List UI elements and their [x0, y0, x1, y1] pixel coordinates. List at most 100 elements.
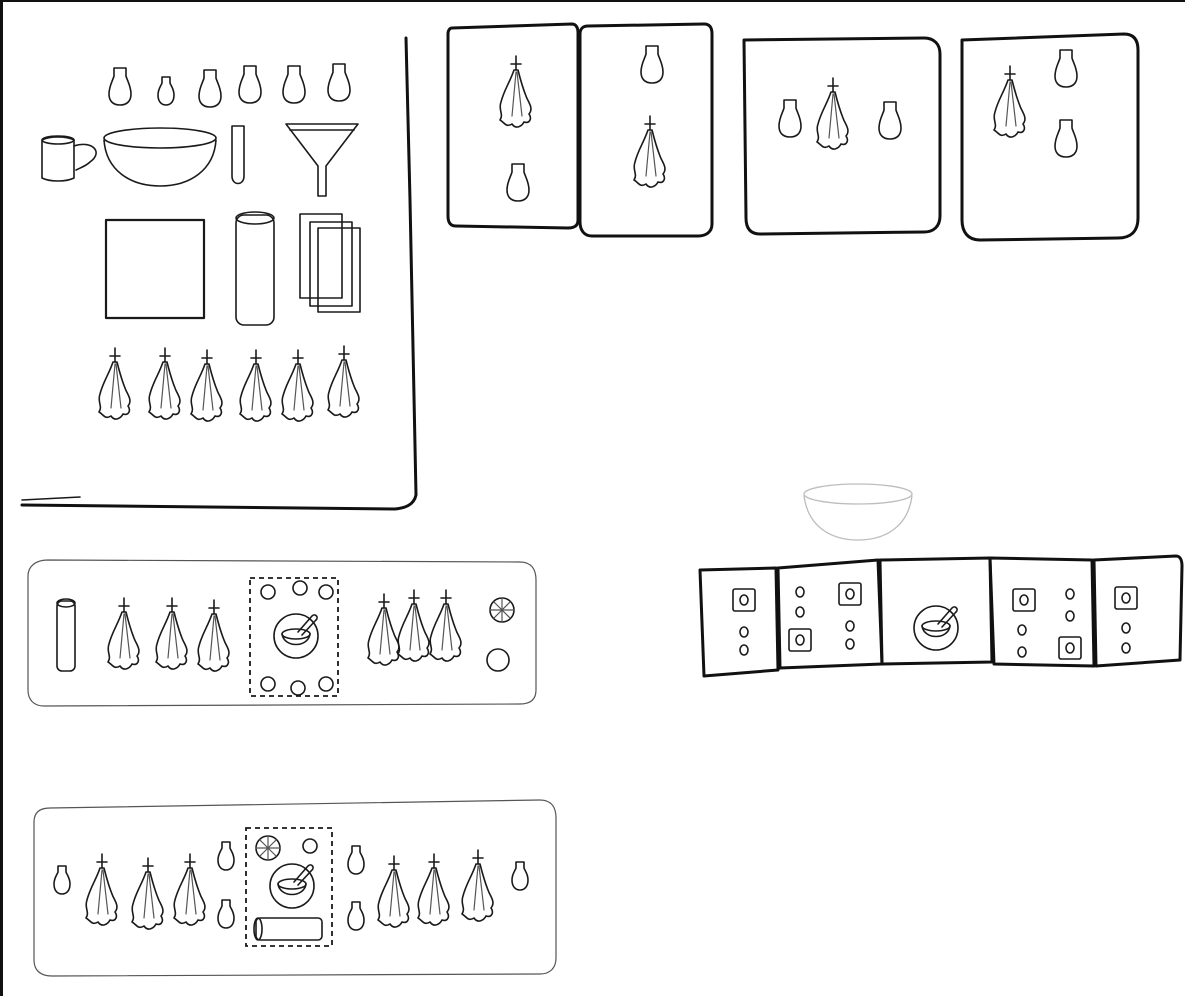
bowl-icon: [104, 128, 216, 186]
ingredient-dot: [1122, 643, 1130, 653]
ingredient-dot: [796, 587, 804, 597]
inventory-panel: [22, 38, 416, 509]
ingredient-dot: [1066, 589, 1074, 599]
mix-tile-3[interactable]: [880, 558, 992, 664]
ingredient-dot: [740, 645, 748, 655]
coin-icon: [319, 585, 333, 599]
mix-tile-5[interactable]: [1094, 556, 1182, 666]
herb-bundle-icon: [418, 854, 449, 925]
ingredient-slot: [1013, 589, 1035, 611]
mortar-slot[interactable]: [246, 828, 332, 946]
herb-bundle-icon: [108, 598, 139, 669]
mix-strip: [700, 556, 1182, 676]
card-4[interactable]: [962, 34, 1138, 240]
herb-bundle-icon: [430, 590, 461, 661]
vase-icon: [328, 64, 350, 101]
citrus-slice-icon: [256, 836, 280, 860]
paper-roll-icon: [254, 918, 322, 940]
ingredient-dot: [740, 627, 748, 637]
paper-stack-icon: [300, 214, 360, 312]
herb-bundle-icon: [368, 594, 399, 665]
vase-icon: [199, 70, 221, 107]
mortar-pestle-icon: [914, 606, 958, 650]
herb-bundle-icon: [398, 590, 429, 661]
ingredient-slot: [733, 589, 755, 611]
vase-icon: [1055, 120, 1077, 157]
herb-bundle-icon: [462, 850, 493, 921]
ingredient-dot: [796, 607, 804, 617]
herb-bundle-icon: [994, 66, 1025, 137]
shelf-strip-1: [28, 560, 536, 706]
bowl-ghost-icon: [804, 484, 912, 540]
ingredient-dot: [1122, 623, 1130, 633]
vase-icon: [218, 842, 234, 870]
coin-icon: [291, 681, 305, 695]
vase-icon: [1055, 50, 1077, 87]
mix-tile-1[interactable]: [700, 568, 778, 676]
card-1[interactable]: [448, 24, 578, 228]
inventory-panel-border: [22, 38, 416, 509]
herb-row: [99, 346, 359, 421]
vase-icon: [348, 846, 364, 874]
shelf-strip-2: [34, 800, 556, 976]
herb-bundle-icon: [198, 600, 229, 671]
ingredient-dot: [1018, 625, 1026, 635]
mortar-slot[interactable]: [250, 578, 338, 696]
mortar-pestle-icon: [270, 864, 314, 908]
vase-icon: [512, 862, 528, 890]
coin-icon: [319, 677, 333, 691]
shelf-strip-border: [34, 800, 556, 976]
test-tube-icon: [232, 126, 244, 184]
vase-icon: [109, 68, 131, 105]
herb-bundle-icon: [282, 350, 313, 421]
coin-icon: [293, 581, 307, 595]
herb-bundle-icon: [86, 854, 117, 925]
herb-bundle-icon: [132, 858, 163, 929]
orb-icon: [487, 649, 509, 671]
card-row: [448, 24, 1138, 240]
vase-icon: [239, 66, 261, 103]
herb-bundle-icon: [191, 350, 222, 421]
kitchenware-row: [42, 124, 358, 196]
herb-bundle-icon: [156, 598, 187, 669]
mortar-pestle-icon: [274, 614, 318, 658]
herb-bundle-icon: [817, 78, 848, 149]
mix-tile-4[interactable]: [990, 558, 1094, 666]
ingredient-slot: [839, 583, 861, 605]
card-2[interactable]: [580, 24, 712, 236]
mix-tile-2[interactable]: [778, 560, 882, 668]
vase-icon: [641, 46, 663, 83]
herb-bundle-icon: [500, 56, 531, 127]
ingredient-dot: [1066, 611, 1074, 621]
vase-icon: [348, 902, 364, 930]
herb-bundle-icon: [149, 348, 180, 419]
paper-sheet-icon: [106, 220, 204, 318]
ingredient-dot: [846, 639, 854, 649]
herb-bundle-icon: [240, 350, 271, 421]
ingredient-slot: [789, 629, 811, 651]
citrus-slice-icon: [490, 598, 514, 622]
ingredient-dot: [846, 621, 854, 631]
ingredient-slot: [1059, 637, 1081, 659]
vase-icon: [283, 66, 305, 103]
coin-icon: [261, 585, 275, 599]
coin-icon: [261, 677, 275, 691]
ingredient-dot: [1018, 647, 1026, 657]
herb-bundle-icon: [378, 856, 409, 927]
vase-icon: [54, 866, 70, 894]
ingredient-slot: [1115, 587, 1137, 609]
paper-roll-icon: [236, 212, 274, 325]
coin-icon: [303, 839, 317, 853]
vase-icon: [218, 900, 234, 928]
paper-row: [106, 212, 360, 325]
card-3[interactable]: [744, 38, 940, 234]
vase-icon: [507, 164, 529, 201]
herb-bundle-icon: [634, 116, 665, 187]
herb-bundle-icon: [328, 346, 359, 417]
vase-row: [109, 64, 350, 107]
vase-icon: [779, 100, 801, 137]
herb-bundle-icon: [99, 348, 130, 419]
funnel-icon: [286, 124, 358, 196]
vase-icon: [879, 102, 901, 139]
